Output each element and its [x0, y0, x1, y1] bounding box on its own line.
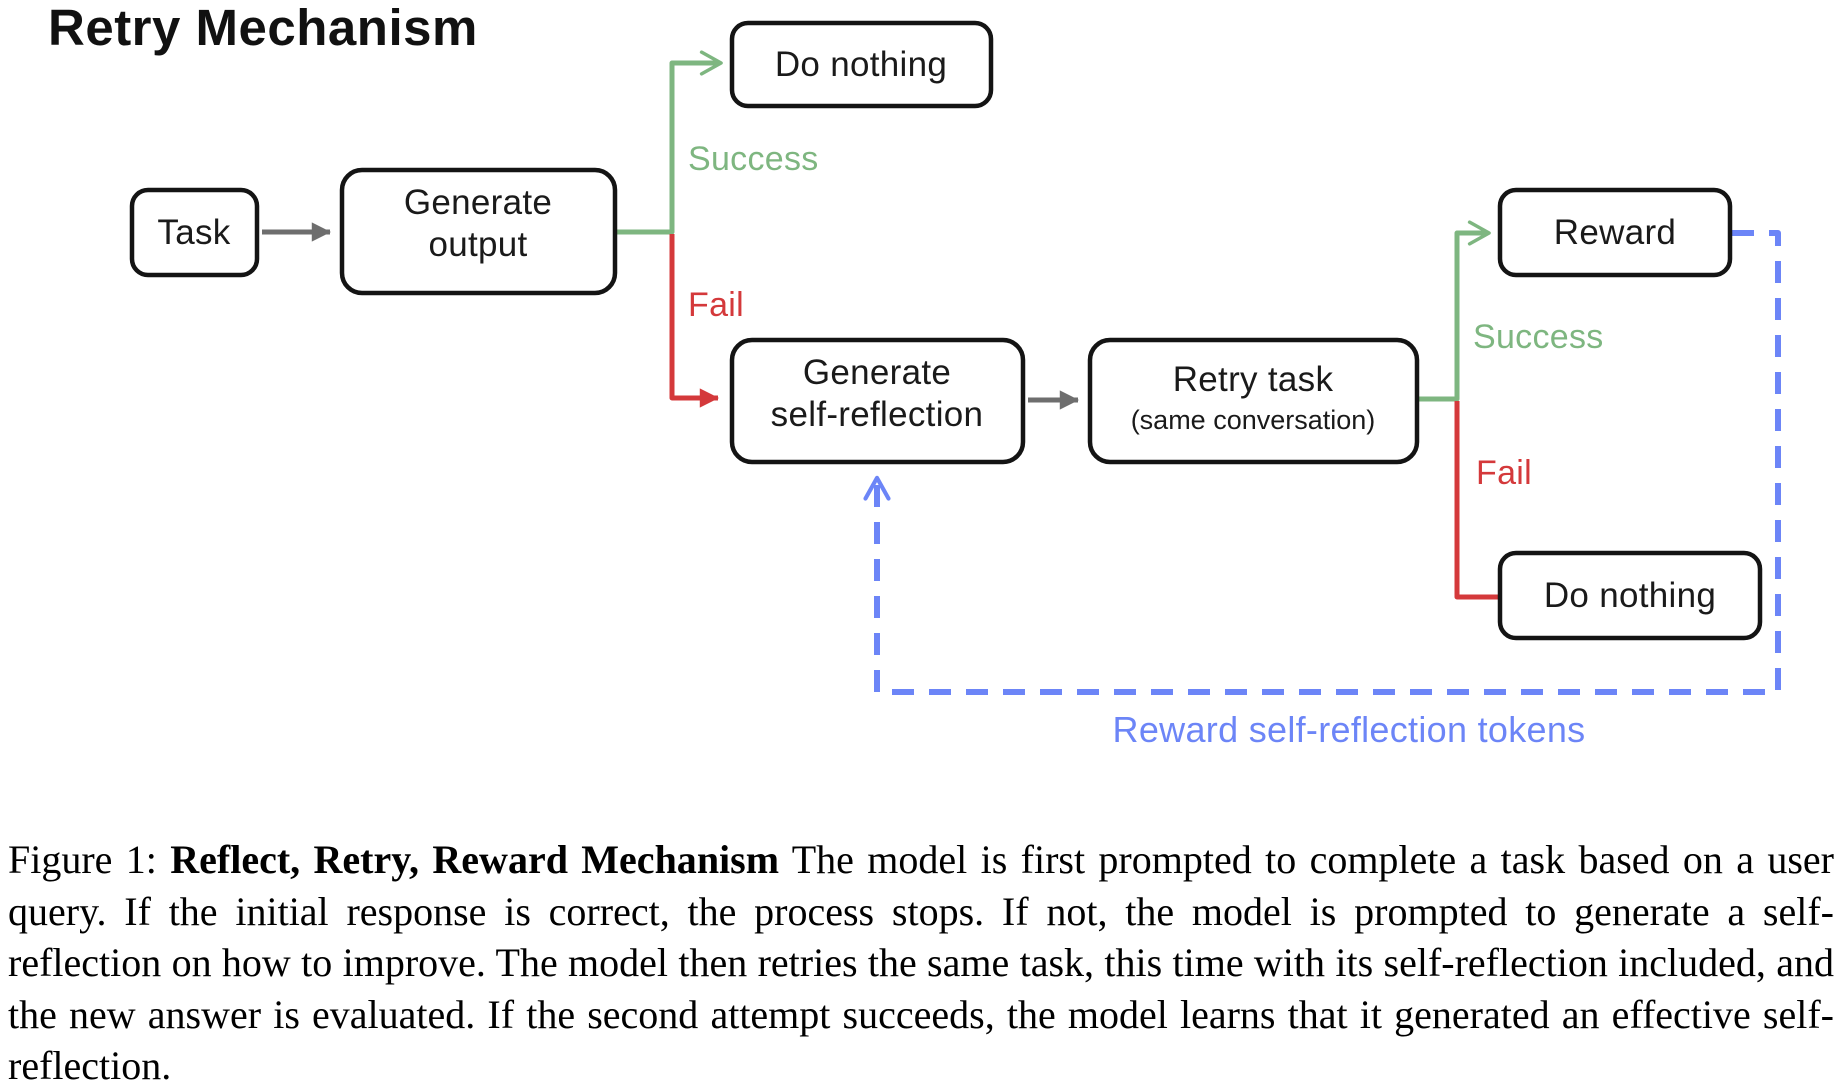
generate-self-reflection-node: Generate self-reflection	[729, 337, 1026, 465]
caption-body-text: The model is first prompted to complete …	[8, 837, 1834, 1087]
reward-node: Reward	[1497, 187, 1733, 278]
caption-bold-title: Reflect, Retry, Reward Mechanism	[170, 837, 780, 882]
do-nothing-bottom-node: Do nothing	[1497, 550, 1763, 641]
do-nothing-top-box	[729, 20, 994, 109]
success-label-first: Success	[688, 140, 819, 178]
retry-task-box	[1087, 337, 1420, 465]
generate-output-node: Generate output	[339, 167, 618, 296]
do-nothing-bottom-label: Do nothing	[1544, 576, 1716, 615]
generate-self-reflection-label-line2: self-reflection	[771, 395, 984, 434]
reward-box	[1497, 187, 1733, 278]
task-box	[129, 187, 260, 278]
fail-arrow-first	[669, 234, 719, 408]
fail-label-second: Fail	[1476, 454, 1532, 492]
do-nothing-bottom-box	[1497, 550, 1763, 641]
retry-task-label-line2: (same conversation)	[1131, 405, 1376, 435]
reward-tokens-label: Reward self-reflection tokens	[1113, 709, 1586, 750]
retry-task-label-line1: Retry task	[1173, 360, 1334, 399]
reward-label: Reward	[1554, 213, 1676, 252]
success-arrow-first	[615, 50, 723, 235]
generate-output-box	[339, 167, 618, 296]
task-node: Task	[129, 187, 260, 278]
task-label: Task	[157, 213, 230, 252]
do-nothing-top-label: Do nothing	[775, 45, 947, 84]
generate-output-label-line2: output	[428, 225, 527, 264]
generate-self-reflection-label-line1: Generate	[803, 353, 951, 392]
caption-figure-number: Figure 1:	[8, 837, 171, 882]
fail-connector-second	[1454, 401, 1500, 600]
generate-self-reflection-box	[729, 337, 1026, 465]
retry-task-node: Retry task (same conversation)	[1087, 337, 1420, 465]
diagram-title: Retry Mechanism	[48, 0, 478, 56]
success-arrow-second	[1417, 220, 1491, 402]
do-nothing-top-node: Do nothing	[729, 20, 994, 109]
fail-label-first: Fail	[688, 286, 744, 324]
figure-caption: Figure 1: Reflect, Retry, Reward Mechani…	[8, 834, 1834, 1087]
success-label-second: Success	[1473, 318, 1604, 356]
generate-output-label-line1: Generate	[404, 183, 552, 222]
retry-mechanism-diagram: Retry Mechanism Success Fail Success Fai…	[48, 0, 1781, 750]
